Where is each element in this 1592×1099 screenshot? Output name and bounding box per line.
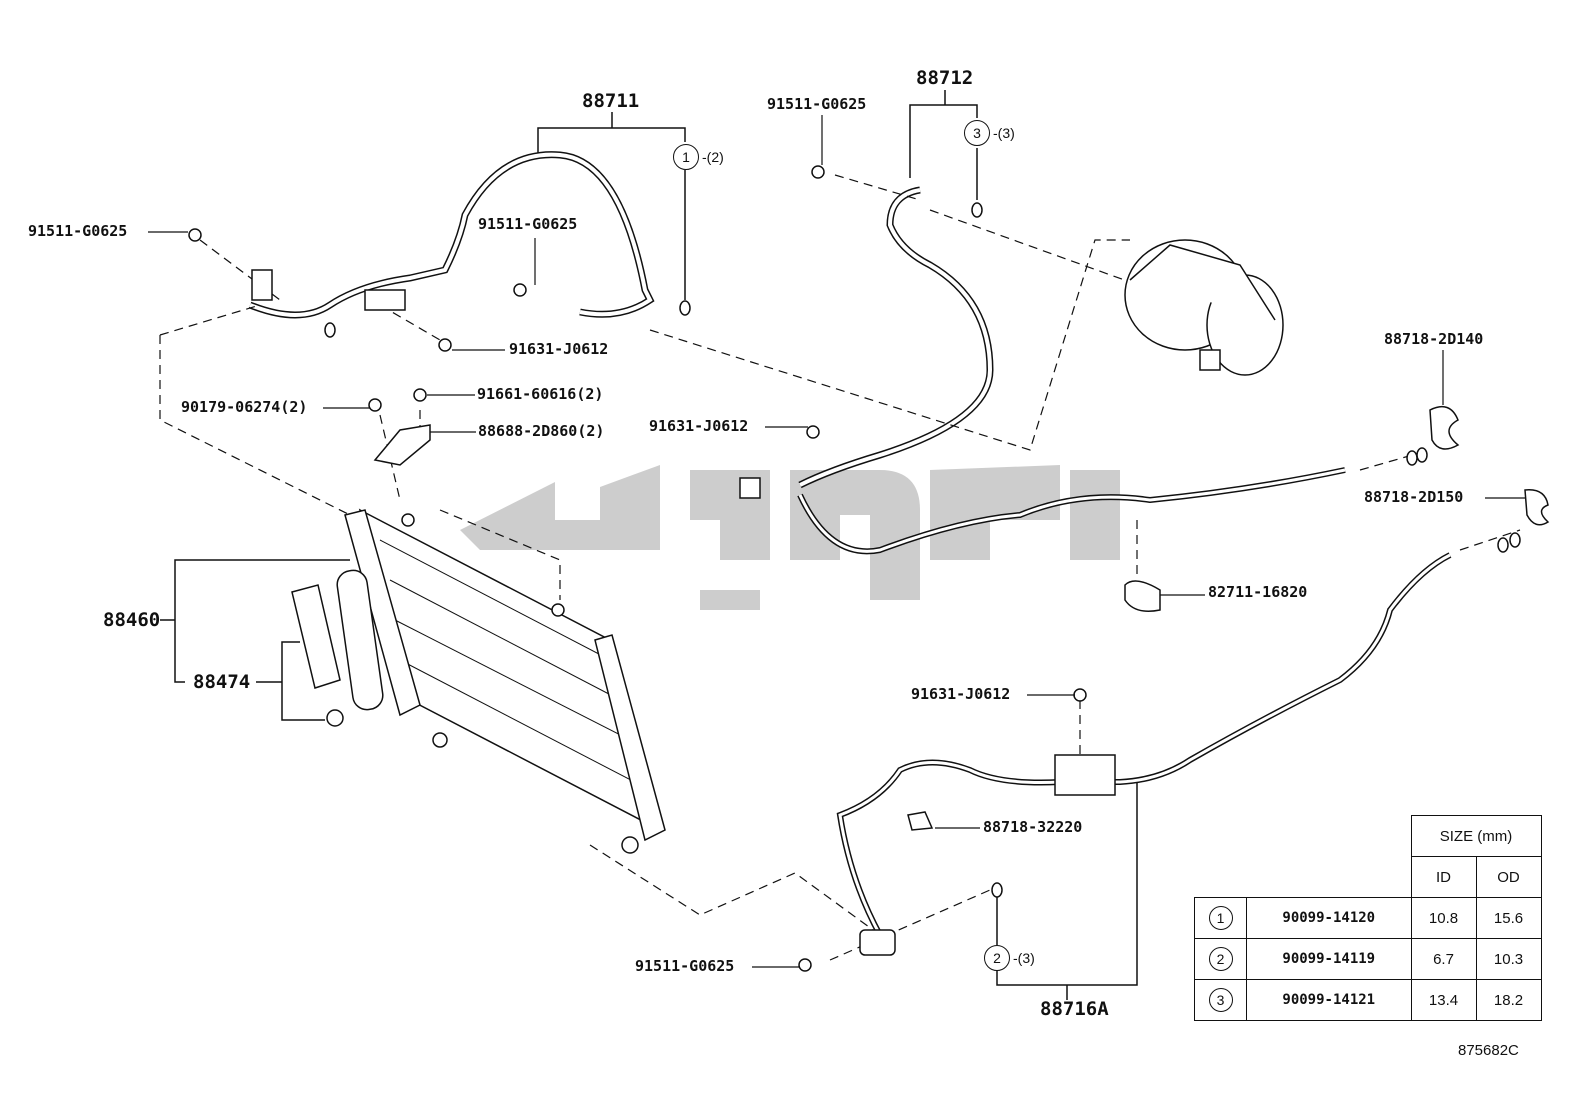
bolt	[798, 958, 812, 972]
o-ring-marker-2-qty: -(3)	[1013, 950, 1035, 966]
row-id: 6.7	[1410, 938, 1477, 980]
clamp-82711	[1124, 580, 1161, 612]
bolt	[1073, 688, 1087, 702]
label-91511-d: 91511-G0625	[635, 957, 735, 975]
label-88460: 88460	[103, 609, 161, 631]
label-91631-c: 91631-J0612	[911, 685, 1011, 703]
row-id: 10.8	[1410, 897, 1477, 939]
label-88718-2D140: 88718-2D140	[1384, 330, 1484, 348]
o-ring-marker-1: 1	[673, 144, 699, 170]
label-88712: 88712	[916, 67, 974, 89]
label-88716A: 88716A	[1040, 998, 1109, 1020]
o-ring-marker-2: 2	[984, 945, 1010, 971]
watermark-logo	[460, 465, 1120, 610]
label-88711: 88711	[582, 90, 640, 112]
row-od: 10.3	[1475, 938, 1542, 980]
diagram-code: 875682C	[1458, 1042, 1519, 1059]
row-mark: 1	[1208, 906, 1233, 930]
bolt	[413, 388, 427, 402]
row-id: 13.4	[1410, 979, 1477, 1021]
label-88718-32220: 88718-32220	[983, 818, 1083, 836]
condenser-88460	[291, 508, 666, 854]
bracket-88712	[909, 104, 978, 178]
size-header: SIZE (mm)	[1410, 815, 1542, 857]
table-row: 1 90099-14120 10.8 15.6	[1194, 897, 1542, 939]
bolt	[806, 425, 820, 439]
o-ring	[971, 202, 983, 218]
clamp-2D150	[1524, 489, 1550, 526]
label-88718-2D150: 88718-2D150	[1364, 488, 1464, 506]
o-ring-marker-3-qty: -(3)	[993, 125, 1015, 141]
row-part: 90099-14121	[1246, 979, 1412, 1021]
o-ring-marker-3: 3	[964, 120, 990, 146]
label-91631-b: 91631-J0612	[649, 417, 749, 435]
compressor	[1124, 239, 1284, 376]
o-ring	[324, 322, 336, 338]
bolt	[438, 338, 452, 352]
row-od: 15.6	[1475, 897, 1542, 939]
hose-88711	[248, 151, 655, 319]
row-mark: 2	[1208, 947, 1233, 971]
o-ring	[991, 882, 1003, 898]
bolt	[513, 283, 527, 297]
o-ring-marker-1-qty: -(2)	[702, 149, 724, 165]
label-82711: 82711-16820	[1208, 583, 1308, 601]
bolt	[188, 228, 202, 242]
row-od: 18.2	[1475, 979, 1542, 1021]
table-row: 3 90099-14121 13.4 18.2	[1194, 979, 1542, 1021]
label-91511-a: 91511-G0625	[28, 222, 128, 240]
size-col-od: OD	[1475, 856, 1542, 898]
block-fitting	[1054, 754, 1116, 796]
clip-32220	[907, 811, 934, 831]
row-part: 90099-14119	[1246, 938, 1412, 980]
bracket-88711	[537, 127, 686, 155]
label-91511-c: 91511-G0625	[767, 95, 867, 113]
clamp-2D140	[1429, 405, 1460, 450]
bolt	[811, 165, 825, 179]
o-ring	[679, 300, 691, 316]
label-90179: 90179-06274(2)	[181, 398, 308, 416]
nut	[368, 398, 382, 412]
label-88474: 88474	[193, 671, 251, 693]
size-col-id: ID	[1410, 856, 1477, 898]
label-91511-b: 91511-G0625	[478, 215, 578, 233]
row-mark: 3	[1208, 988, 1233, 1012]
label-91661: 91661-60616(2)	[477, 385, 604, 403]
o-ring-size-table: SIZE (mm) ID OD 1 90099-14120 10.8 15.6 …	[1194, 815, 1542, 1021]
label-91631-a: 91631-J0612	[509, 340, 609, 358]
label-88688: 88688-2D860(2)	[478, 422, 605, 440]
row-part: 90099-14120	[1246, 897, 1412, 939]
table-row: 2 90099-14119 6.7 10.3	[1194, 938, 1542, 980]
